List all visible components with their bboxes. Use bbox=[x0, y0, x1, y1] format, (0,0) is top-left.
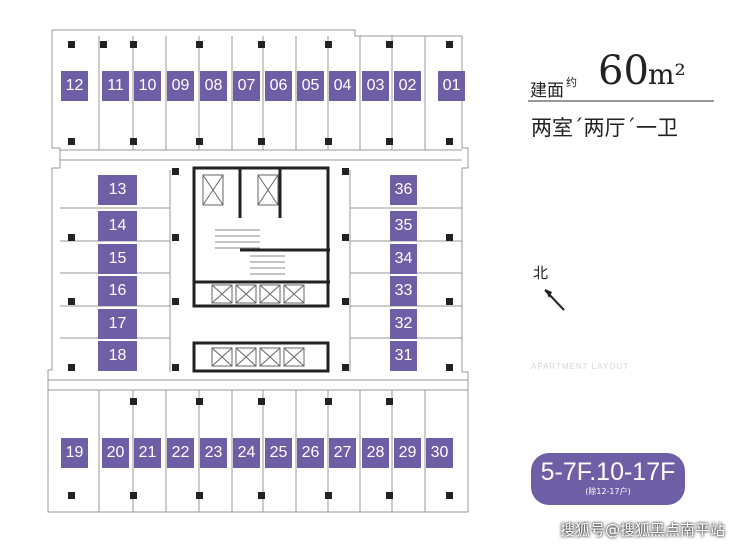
watermark: 搜狐号@搜狐黑点南平站 bbox=[560, 521, 726, 539]
unit-label-01: 01 bbox=[438, 71, 465, 101]
unit-label-25: 25 bbox=[265, 438, 292, 468]
unit-label-36: 36 bbox=[390, 175, 417, 205]
unit-label-16: 16 bbox=[98, 276, 137, 306]
unit-label-28: 28 bbox=[362, 438, 389, 468]
unit-label-02: 02 bbox=[394, 71, 421, 101]
unit-label-03: 03 bbox=[362, 71, 389, 101]
unit-label-06: 06 bbox=[265, 71, 292, 101]
layout-description: 两室´两厅´一卫 bbox=[531, 116, 678, 140]
unit-label-27: 27 bbox=[329, 438, 356, 468]
floor-label: 5-7F.10-17F bbox=[540, 458, 676, 486]
unit-label-12: 12 bbox=[61, 71, 88, 101]
area-approx: 约 bbox=[566, 76, 577, 89]
unit-label-13: 13 bbox=[98, 175, 137, 205]
unit-label-26: 26 bbox=[297, 438, 324, 468]
unit-label-09: 09 bbox=[167, 71, 194, 101]
unit-label-24: 24 bbox=[233, 438, 260, 468]
apartment-layout-title: APARTMENT LAYOUT bbox=[531, 362, 630, 371]
unit-label-33: 33 bbox=[390, 276, 417, 306]
unit-label-32: 32 bbox=[390, 309, 417, 339]
compass-label: 北 bbox=[533, 264, 549, 282]
area-unit: m² bbox=[648, 58, 686, 91]
unit-label-34: 34 bbox=[390, 244, 417, 274]
unit-label-17: 17 bbox=[98, 309, 137, 339]
unit-label-04: 04 bbox=[329, 71, 356, 101]
unit-label-35: 35 bbox=[390, 211, 417, 241]
area-prefix: 建面 bbox=[530, 81, 564, 101]
unit-label-29: 29 bbox=[394, 438, 421, 468]
area-value: 60 bbox=[598, 48, 649, 94]
unit-label-14: 14 bbox=[98, 211, 137, 241]
unit-label-11: 11 bbox=[102, 71, 129, 101]
unit-label-31: 31 bbox=[390, 341, 417, 371]
unit-label-08: 08 bbox=[200, 71, 227, 101]
compass-icon bbox=[544, 289, 565, 311]
floor-note: (除12-17户) bbox=[585, 487, 631, 496]
floor-badge: 5-7F.10-17F (除12-17户) bbox=[531, 453, 685, 505]
unit-label-30: 30 bbox=[426, 438, 453, 468]
unit-label-22: 22 bbox=[167, 438, 194, 468]
unit-label-18: 18 bbox=[98, 341, 137, 371]
unit-label-19: 19 bbox=[61, 438, 88, 468]
unit-label-23: 23 bbox=[200, 438, 227, 468]
unit-label-20: 20 bbox=[102, 438, 129, 468]
unit-label-10: 10 bbox=[134, 71, 161, 101]
unit-label-15: 15 bbox=[98, 244, 137, 274]
unit-label-07: 07 bbox=[233, 71, 260, 101]
unit-label-05: 05 bbox=[297, 71, 324, 101]
unit-label-21: 21 bbox=[134, 438, 161, 468]
